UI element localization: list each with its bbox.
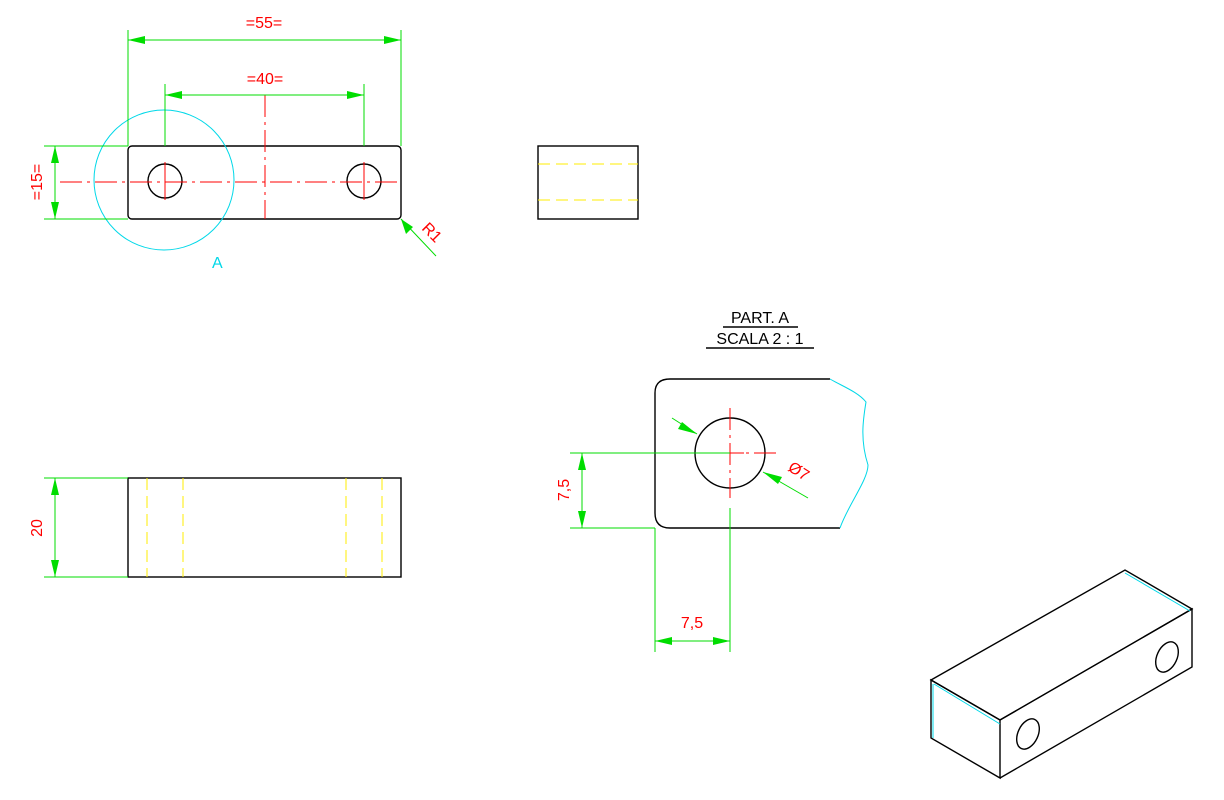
detail-title: PART. A	[731, 310, 789, 327]
isometric-view	[929, 569, 1194, 780]
dimension-text-20: 20	[29, 519, 46, 537]
radius-leader-r1: R1	[400, 218, 445, 257]
iso-edge-highlight-1	[933, 683, 1001, 725]
dimension-height-20: 20	[29, 477, 128, 578]
iso-hole-front	[1015, 718, 1041, 750]
detail-a-circle	[93, 109, 235, 251]
detail-break-line	[829, 378, 869, 529]
diameter-text: Ø7	[785, 459, 812, 485]
dimension-length-55: =55=	[127, 15, 402, 146]
iso-front-face	[930, 678, 1001, 780]
dimension-hole-spacing-40: =40=	[164, 71, 365, 146]
iso-side-face	[999, 607, 1193, 779]
side-view-outline	[537, 145, 639, 220]
front-view-outline	[127, 477, 402, 578]
dimension-text-detail-horizontal: 7,5	[681, 615, 703, 632]
dimension-text-15: =15=	[29, 164, 46, 200]
front-view	[127, 477, 402, 578]
dimension-height-15: =15=	[29, 145, 128, 220]
detail-scale: SCALA 2 : 1	[716, 331, 803, 348]
dimension-detail-horizontal: 7,5	[654, 508, 731, 652]
dimension-text-40: =40=	[247, 71, 283, 88]
dimension-text-55: =55=	[246, 15, 282, 32]
iso-top-face	[929, 569, 1194, 721]
top-view: A	[60, 95, 402, 272]
iso-hole-back	[1154, 641, 1180, 673]
dimension-detail-vertical: 7,5	[556, 452, 730, 529]
dimension-text-detail-vertical: 7,5	[556, 479, 573, 501]
radius-text: R1	[418, 220, 445, 247]
detail-a-title: PART. A SCALA 2 : 1	[706, 310, 814, 349]
iso-edge-highlight-2	[1124, 572, 1191, 612]
side-view	[537, 145, 639, 220]
detail-marker-label: A	[212, 255, 223, 272]
